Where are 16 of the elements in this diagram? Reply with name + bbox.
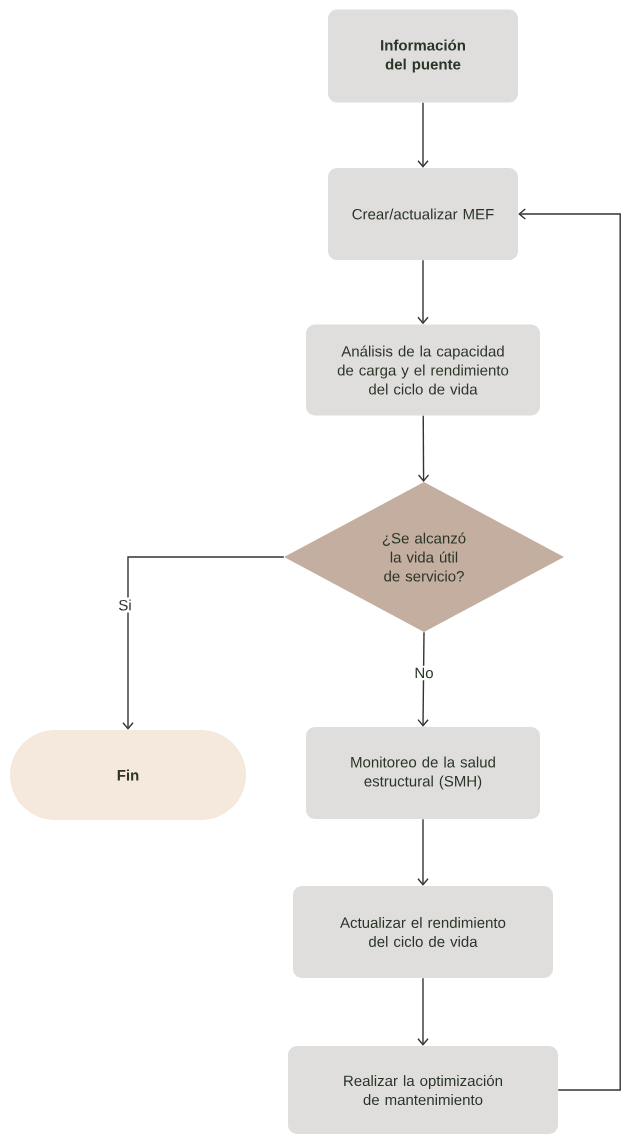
arrow — [518, 208, 621, 1091]
arrow — [417, 977, 429, 1046]
arrow — [417, 102, 429, 168]
arrow — [122, 556, 285, 730]
arrow — [417, 259, 429, 325]
terminal-box: Fin — [10, 730, 246, 820]
edge-label: Si — [116, 597, 134, 613]
process-box: Actualizar el rendimiento del ciclo de vida — [293, 886, 553, 978]
arrow — [417, 415, 430, 483]
arrow — [417, 818, 429, 886]
process-box: Información del puente — [328, 9, 518, 103]
process-box: Crear/actualizar MEF — [328, 168, 518, 260]
edge-label: No — [412, 665, 436, 681]
process-box: Análisis de la capacidad de carga y el rendimiento del ciclo de vida — [306, 324, 540, 416]
process-box: Monitoreo de la salud estructural (SMH) — [306, 727, 540, 819]
process-box: Realizar la optimización de mantenimiento — [288, 1046, 558, 1134]
